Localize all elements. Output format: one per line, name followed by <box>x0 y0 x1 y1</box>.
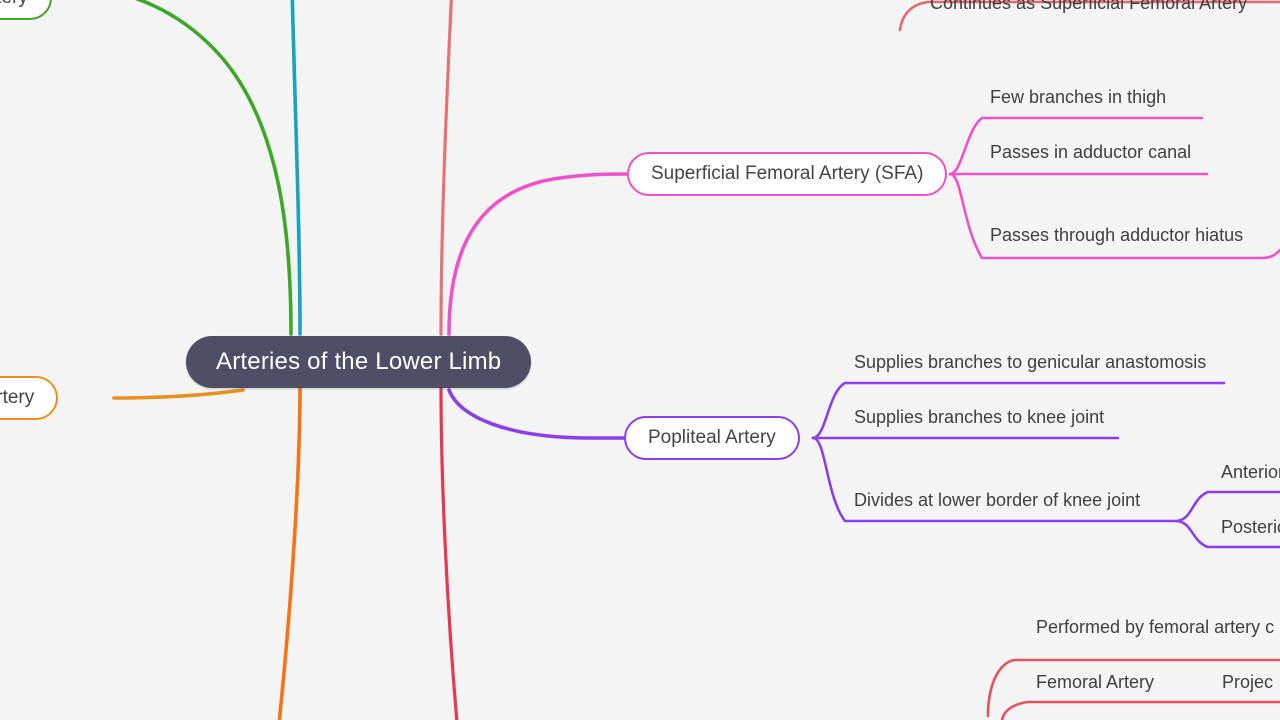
node-passes-in-adductor-canal[interactable]: Passes in adductor canal <box>990 141 1192 162</box>
edge-root-to-sfa <box>447 172 629 336</box>
edge-root-to-popliteal <box>447 388 626 440</box>
node-peroneal-artery[interactable]: eal Artery <box>0 376 59 420</box>
node-few-branches-in-thigh[interactable]: Few branches in thigh <box>990 86 1167 107</box>
edge-orange-down <box>277 386 302 720</box>
edge-teal-up <box>290 0 302 336</box>
node-passes-through-adductor-hiatus[interactable]: Passes through adductor hiatus <box>990 224 1244 245</box>
node-supplies-branches-genicular-anastomosis[interactable]: Supplies branches to genicular anastomos… <box>854 351 1207 372</box>
node-projection[interactable]: Projec <box>1222 671 1274 692</box>
edge-green-up <box>134 0 293 336</box>
node-performed-by-femoral-artery[interactable]: Performed by femoral artery c <box>1036 616 1275 637</box>
edge-salmon-up <box>439 0 453 336</box>
node-continues-as-superficial-femoral-artery[interactable]: Continues as Superficial Femoral Artery <box>930 0 1248 13</box>
node-divides-at-lower-border-of-knee-joint[interactable]: Divides at lower border of knee joint <box>854 489 1141 510</box>
edge-root-to-peroneal <box>112 388 245 400</box>
node-femoral-artery[interactable]: Femoral Artery <box>1036 671 1155 692</box>
node-superficial-femoral-artery[interactable]: Superficial Femoral Artery (SFA) <box>627 152 948 196</box>
root-node[interactable]: Arteries of the Lower Limb <box>186 336 532 388</box>
node-posterior-tibial-artery[interactable]: Posterior Tibial Artery <box>1221 516 1280 537</box>
node-supplies-branches-knee-joint[interactable]: Supplies branches to knee joint <box>854 406 1105 427</box>
node-popliteal-artery[interactable]: Popliteal Artery <box>624 416 800 460</box>
node-anterior-tibial-artery[interactable]: Anterior Tibial Artery <box>1221 461 1280 482</box>
node-tibial-artery-top-left[interactable]: ial Artery <box>0 0 52 20</box>
edge-femoral-puncture-2 <box>1000 700 1280 720</box>
edge-crimson-down <box>439 386 459 720</box>
